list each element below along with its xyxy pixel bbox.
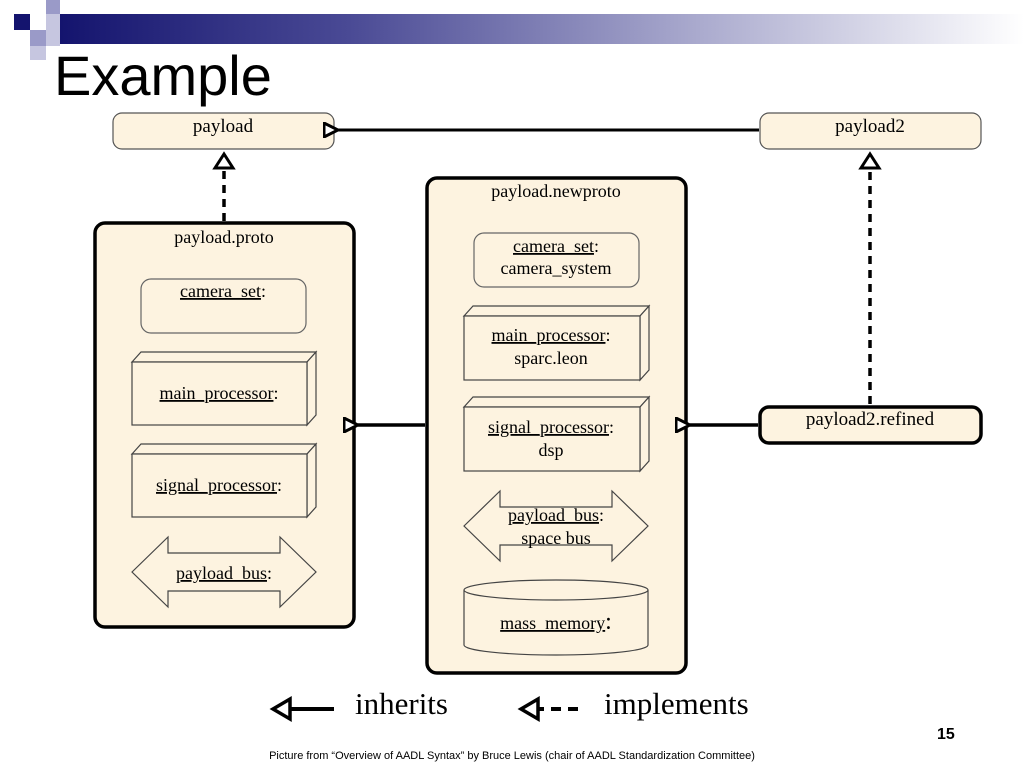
legend-inherits-label: inherits xyxy=(355,686,448,721)
payload-label: payload xyxy=(193,116,254,137)
proto-main-processor-box xyxy=(130,350,318,427)
corner-square-light xyxy=(30,46,46,60)
payload-newproto-title: payload.newproto xyxy=(491,181,620,201)
proto-payload-bus-colon: : xyxy=(267,563,272,583)
proto-signal-processor-name: signal_processor xyxy=(156,475,277,495)
corner-square-light xyxy=(30,30,46,46)
newproto-camera-set-type: camera_system xyxy=(501,258,612,278)
proto-camera-set-label: camera_set: xyxy=(180,281,266,301)
payload2-refined-label: payload2.refined xyxy=(806,409,935,430)
payload2-refined-box xyxy=(758,405,983,445)
proto-signal-processor-box xyxy=(130,442,318,519)
newproto-mass-memory-cylinder xyxy=(463,579,649,656)
newproto-signal-processor-name: signal_processor xyxy=(488,417,609,437)
newproto-main-processor-type: sparc.leon xyxy=(514,348,587,368)
proto-camera-set-box xyxy=(140,278,307,334)
newproto-signal-processor-colon: : xyxy=(609,417,614,437)
page-number: 15 xyxy=(937,726,955,743)
corner-square-light xyxy=(46,30,60,46)
proto-signal-processor-colon: : xyxy=(277,475,282,495)
newproto-camera-set-box xyxy=(473,232,640,288)
newproto-main-processor-name: main_processor xyxy=(492,325,606,345)
newproto-mass-memory-name: mass_memory xyxy=(500,613,605,633)
newproto-signal-processor-box xyxy=(462,395,651,473)
proto-camera-set-name: camera_set xyxy=(180,281,261,301)
newproto-main-processor-box xyxy=(462,304,651,382)
newproto-mass-memory-colon: : xyxy=(605,609,612,635)
proto-payload-bus-name: payload_bus xyxy=(176,563,267,583)
newproto-payload-bus-label: payload_bus: xyxy=(508,505,604,525)
newproto-main-processor-label: main_processor: xyxy=(492,325,611,345)
proto-main-processor-label: main_processor: xyxy=(160,383,279,403)
newproto-camera-set-label: camera_set: xyxy=(513,236,599,256)
payload-proto-title: payload.proto xyxy=(174,227,273,247)
proto-payload-bus-label: payload_bus: xyxy=(176,563,272,583)
proto-camera-set-colon: : xyxy=(261,281,266,301)
corner-square-light xyxy=(46,14,60,30)
newproto-signal-processor-label: signal_processor: xyxy=(488,417,614,437)
newproto-payload-bus-name: payload_bus xyxy=(508,505,599,525)
legend-implements-label: implements xyxy=(604,686,749,721)
corner-square-dark xyxy=(14,14,30,30)
payload2-label: payload2 xyxy=(835,116,905,137)
proto-main-processor-colon: : xyxy=(273,383,278,403)
newproto-camera-set-name: camera_set xyxy=(513,236,594,256)
proto-signal-processor-label: signal_processor: xyxy=(156,475,282,495)
newproto-payload-bus-colon: : xyxy=(599,505,604,525)
legend-inherits-arrowhead xyxy=(269,695,292,723)
legend-implements-arrowhead xyxy=(517,695,540,723)
proto-main-processor-name: main_processor xyxy=(160,383,274,403)
implements-arrowhead-refined xyxy=(858,151,882,170)
implements-arrowhead-proto xyxy=(212,151,236,170)
payload2-box xyxy=(759,112,982,150)
corner-square-light xyxy=(46,0,60,14)
proto-payload-bus-shape xyxy=(131,535,317,609)
title-gradient-bar xyxy=(60,14,1024,44)
slide-title: Example xyxy=(54,44,272,107)
newproto-signal-processor-type: dsp xyxy=(538,440,563,460)
newproto-payload-bus-type: space bus xyxy=(521,528,590,548)
newproto-main-processor-colon: : xyxy=(605,325,610,345)
image-caption: Picture from “Overview of AADL Syntax” b… xyxy=(269,750,755,762)
newproto-camera-set-colon: : xyxy=(594,236,599,256)
newproto-mass-memory-label: mass_memory: xyxy=(500,609,612,635)
newproto-payload-bus-shape xyxy=(463,489,649,563)
